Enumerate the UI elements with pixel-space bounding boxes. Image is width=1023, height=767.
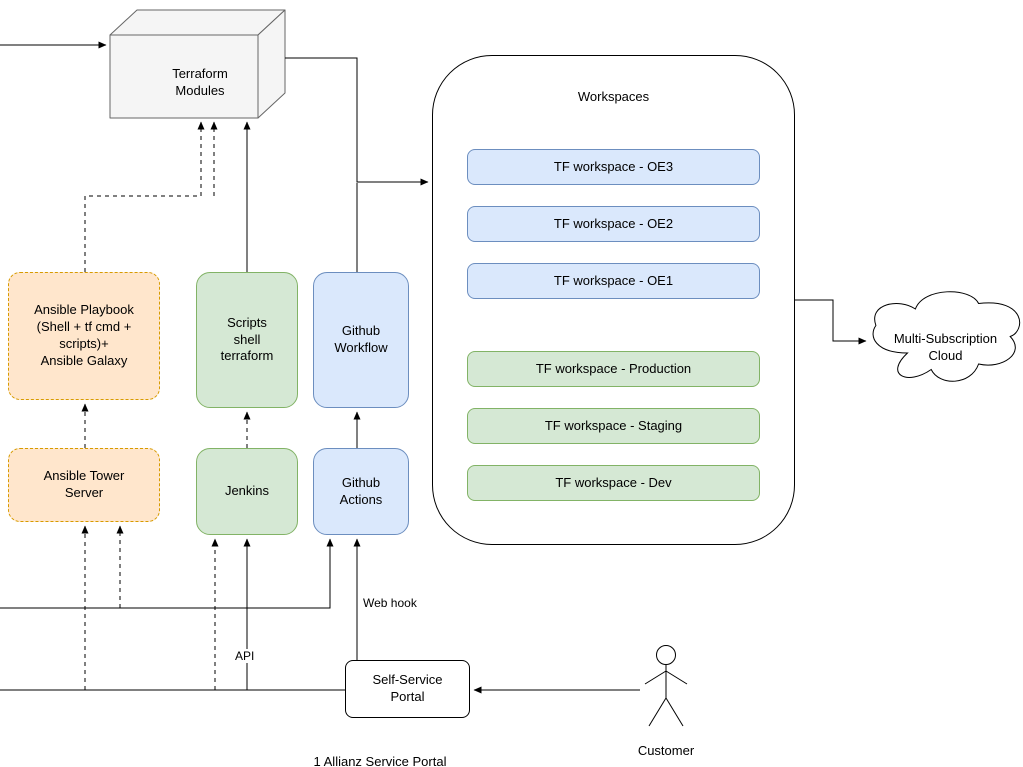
self-service-portal-label: Self-Service Portal <box>372 672 443 704</box>
jenkins-label: Jenkins <box>224 483 270 499</box>
edge-playbook-to-modules <box>84 121 205 272</box>
workspace-item-oe1-label: TF workspace - OE1 <box>553 272 674 288</box>
workspace-item-dev-label: TF workspace - Dev <box>555 474 672 490</box>
github-workflow-label: Github Workflow <box>334 323 388 355</box>
workspaces-container <box>432 55 795 545</box>
workspace-item-oe3: TF workspace - OE3 <box>467 149 760 185</box>
node-ansible-tower-server: Ansible Tower Server <box>8 448 160 522</box>
workspace-item-oe2: TF workspace - OE2 <box>467 206 760 242</box>
cloud-label-text: Multi-Subscription Cloud <box>893 330 998 363</box>
terraform-modules-text: Terraform Modules <box>172 65 228 98</box>
node-github-workflow: Github Workflow <box>313 272 409 408</box>
github-actions-label: Github Actions <box>339 474 383 507</box>
edge-modules-to-workspaces <box>285 57 429 186</box>
workspace-item-oe2-label: TF workspace - OE2 <box>553 215 674 231</box>
edge-workspaces-to-cloud <box>795 299 867 345</box>
node-self-service-portal: Self-Service Portal <box>345 660 470 718</box>
workspace-item-staging: TF workspace - Staging <box>467 408 760 444</box>
node-jenkins: Jenkins <box>196 448 298 535</box>
ansible-tower-server-label: Ansible Tower Server <box>43 468 125 500</box>
workspace-item-production: TF workspace - Production <box>467 351 760 387</box>
diagram-caption: 1 Allianz Service Portal <box>313 754 447 767</box>
workspace-item-staging-label: TF workspace - Staging <box>544 417 683 433</box>
workspace-item-production-label: TF workspace - Production <box>535 360 692 376</box>
edge-label-web-hook: Web hook <box>361 596 419 610</box>
customer-figure <box>644 645 688 727</box>
edge-left-to-actions <box>0 538 334 609</box>
workspace-item-dev: TF workspace - Dev <box>467 465 760 501</box>
edge-label-api: API <box>233 649 257 663</box>
terraform-modules-cube <box>109 9 286 119</box>
node-scripts-shell-terraform: Scripts shell terraform <box>196 272 298 408</box>
workspace-item-oe1: TF workspace - OE1 <box>467 263 760 299</box>
cloud-label: Multi-Subscription Cloud <box>868 314 1023 365</box>
workspaces-title: Workspaces <box>577 89 650 104</box>
cloud-shape <box>872 291 1021 382</box>
terraform-modules-label: Terraform Modules <box>120 49 280 100</box>
scripts-shell-terraform-label: Scripts shell terraform <box>220 314 274 364</box>
node-github-actions: Github Actions <box>313 448 409 535</box>
workspace-item-oe3-label: TF workspace - OE3 <box>553 158 674 174</box>
customer-label: Customer <box>637 743 695 758</box>
ansible-playbook-label: Ansible Playbook (Shell + tf cmd + scrip… <box>34 302 134 368</box>
node-ansible-playbook: Ansible Playbook (Shell + tf cmd + scrip… <box>8 272 160 400</box>
